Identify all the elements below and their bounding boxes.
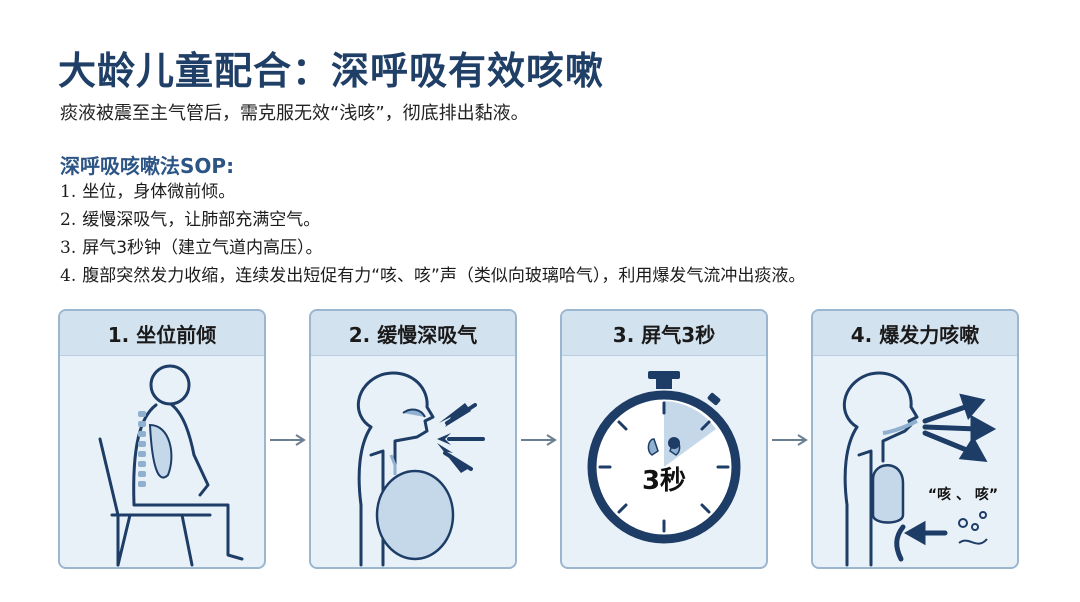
- sop-step: 3.屏气3秒钟（建立气道内高压）。: [60, 234, 805, 262]
- inhale-icon: [356, 371, 485, 567]
- page-subtitle: 痰液被震至主气管后，需克服无效“浅咳”，彻底排出黏液。: [60, 103, 529, 124]
- arrow-right-icon: [521, 434, 557, 446]
- panel-title: 3. 屏气3秒: [562, 311, 766, 356]
- arrow-right-icon: [772, 434, 808, 446]
- timer-label: 3秒: [642, 466, 686, 496]
- page-title: 大龄儿童配合：深呼吸有效咳嗽: [58, 49, 605, 93]
- seated-person-icon: [98, 364, 244, 567]
- step-text: 腹部突然发力收缩，连续发出短促有力“咳、咳”声（类似向玻璃哈气），利用爆发气流冲…: [82, 266, 806, 286]
- step-text: 缓慢深吸气，让肺部充满空气。: [82, 210, 321, 230]
- panel-seated-lean: 1. 坐位前倾: [58, 309, 266, 569]
- panel-hold-breath: 3. 屏气3秒 3秒: [560, 309, 768, 569]
- panel-title: 4. 爆发力咳嗽: [813, 311, 1017, 356]
- sop-steps: 1.坐位，身体微前倾。 2.缓慢深吸气，让肺部充满空气。 3.屏气3秒钟（建立气…: [60, 178, 805, 290]
- step-number: 4.: [60, 266, 77, 286]
- sop-step: 4.腹部突然发力收缩，连续发出短促有力“咳、咳”声（类似向玻璃哈气），利用爆发气…: [60, 262, 805, 290]
- panel-explosive-cough: 4. 爆发力咳嗽 “咳 、 咳”: [811, 309, 1019, 569]
- sop-heading: 深呼吸咳嗽法SOP:: [60, 154, 235, 178]
- panel-title: 2. 缓慢深吸气: [311, 311, 515, 356]
- step-number: 2.: [60, 210, 77, 230]
- panel-deep-inhale: 2. 缓慢深吸气: [309, 309, 517, 569]
- sop-step: 1.坐位，身体微前倾。: [60, 178, 805, 206]
- panel-title: 1. 坐位前倾: [60, 311, 264, 356]
- sop-step: 2.缓慢深吸气，让肺部充满空气。: [60, 206, 805, 234]
- arrow-right-icon: [270, 434, 306, 446]
- cough-sound-label: “咳 、 咳”: [928, 486, 998, 503]
- step-number: 3.: [60, 238, 77, 258]
- step-number: 1.: [60, 182, 77, 202]
- stopwatch-icon: 3秒: [587, 371, 741, 544]
- step-text: 屏气3秒钟（建立气道内高压）。: [82, 238, 323, 258]
- step-text: 坐位，身体微前倾。: [82, 182, 236, 202]
- cough-icon: “咳 、 咳”: [842, 371, 998, 567]
